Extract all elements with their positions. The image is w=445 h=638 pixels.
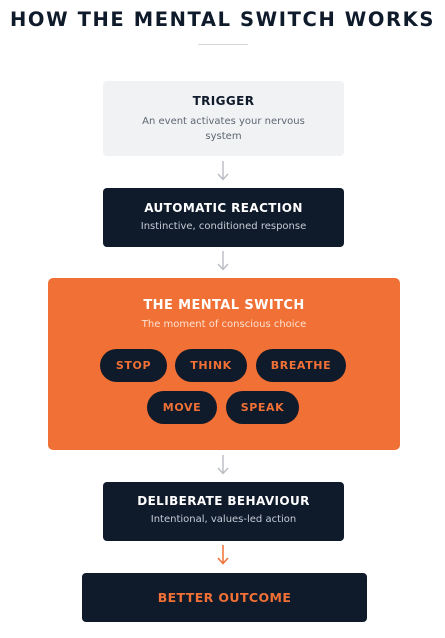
arrow-down-icon bbox=[217, 251, 229, 271]
title-divider bbox=[198, 44, 248, 45]
deliberate-behaviour-subtitle: Intentional, values-led action bbox=[150, 514, 297, 525]
option-move: MOVE bbox=[147, 391, 217, 424]
trigger-box: TRIGGER An event activates your nervous … bbox=[103, 81, 344, 156]
option-speak: SPEAK bbox=[226, 391, 299, 424]
automatic-reaction-box: AUTOMATIC REACTION Instinctive, conditio… bbox=[103, 188, 344, 247]
deliberate-behaviour-title: DELIBERATE BEHAVIOUR bbox=[137, 494, 310, 508]
option-think: THINK bbox=[175, 349, 247, 382]
better-outcome-title: BETTER OUTCOME bbox=[157, 590, 292, 605]
automatic-reaction-subtitle: Instinctive, conditioned response bbox=[140, 221, 307, 232]
option-breathe: BREATHE bbox=[256, 349, 346, 382]
trigger-title: TRIGGER bbox=[192, 94, 255, 108]
option-stop: STOP bbox=[100, 349, 167, 382]
better-outcome-box: BETTER OUTCOME bbox=[82, 573, 367, 622]
deliberate-behaviour-box: DELIBERATE BEHAVIOUR Intentional, values… bbox=[103, 482, 344, 541]
arrow-down-icon bbox=[217, 455, 229, 475]
arrow-down-orange-icon bbox=[217, 545, 229, 565]
trigger-subtitle: An event activates your nervous system bbox=[142, 116, 305, 142]
mental-switch-subtitle: The moment of conscious choice bbox=[141, 319, 307, 330]
arrow-down-icon bbox=[217, 161, 229, 181]
mental-switch-title: THE MENTAL SWITCH bbox=[143, 298, 305, 313]
automatic-reaction-title: AUTOMATIC REACTION bbox=[144, 201, 303, 215]
page-title: HOW THE MENTAL SWITCH WORKS bbox=[9, 8, 436, 31]
